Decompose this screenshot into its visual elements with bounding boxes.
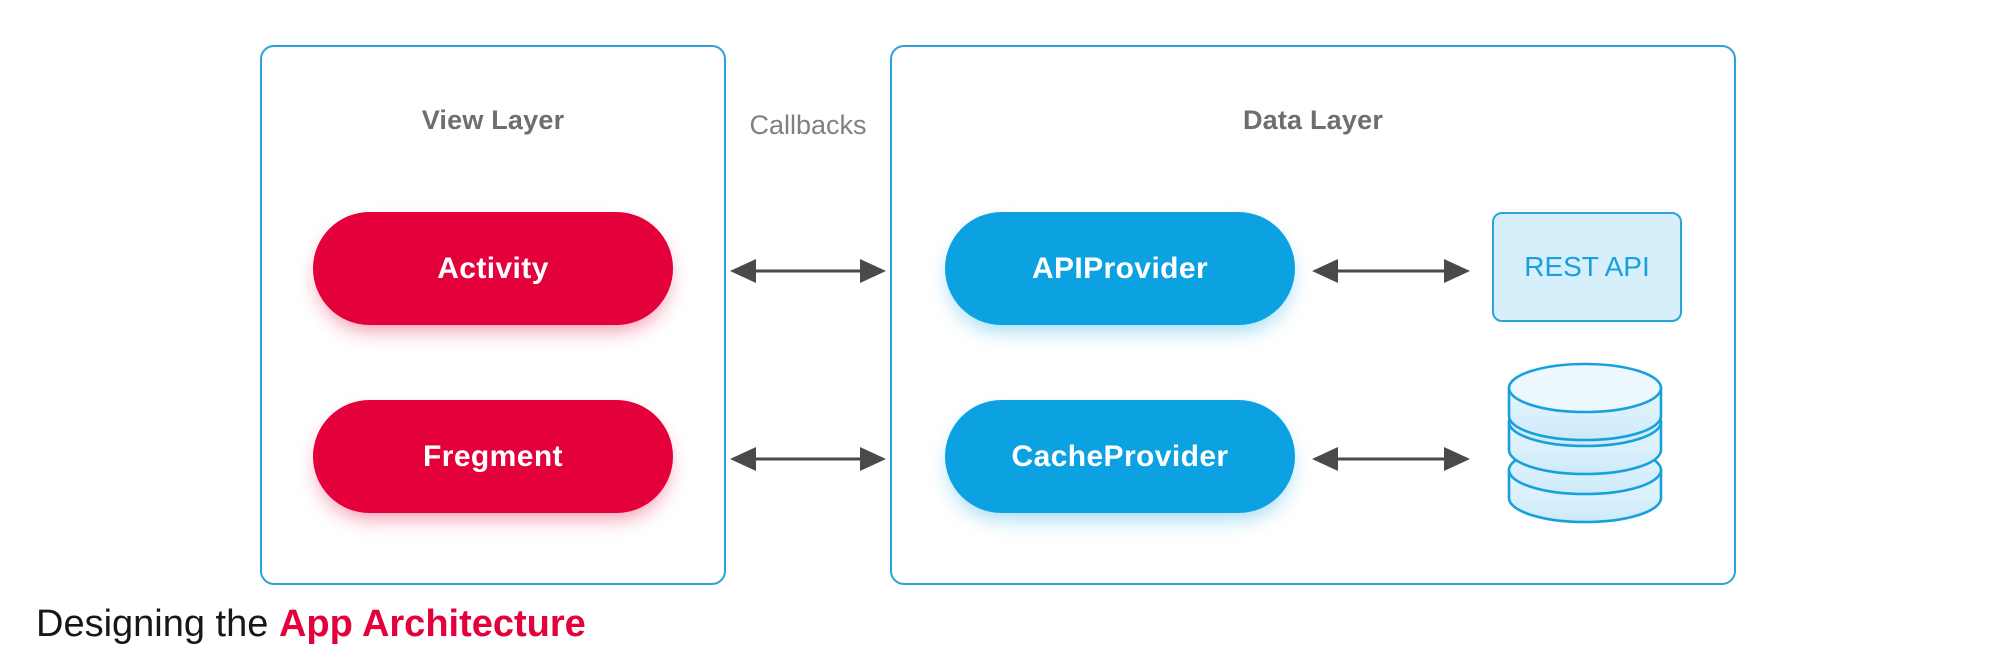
database-icon [1505, 360, 1665, 528]
arrow-apiprovider-to-rest-api [1312, 254, 1470, 288]
node-fregment-label: Fregment [423, 439, 563, 473]
node-apiprovider-label: APIProvider [1031, 251, 1209, 285]
arrow-fregment-to-cacheprovider [730, 442, 886, 476]
node-rest-api-label: REST API [1524, 251, 1650, 282]
node-fregment[interactable]: Fregment [313, 400, 673, 513]
callbacks-label: Callbacks [749, 110, 867, 140]
caption-accent: App Architecture [278, 603, 586, 645]
view-layer-title: View Layer [421, 105, 565, 135]
caption-prefix: Designing the [36, 603, 279, 645]
node-activity-label: Activity [437, 251, 549, 285]
node-cacheprovider-label: CacheProvider [1011, 439, 1229, 473]
node-cacheprovider[interactable]: CacheProvider [945, 400, 1295, 513]
node-rest-api[interactable]: REST API [1492, 212, 1682, 322]
arrow-activity-to-apiprovider [730, 254, 886, 288]
arrow-cacheprovider-to-database [1312, 442, 1470, 476]
node-apiprovider[interactable]: APIProvider [945, 212, 1295, 325]
node-activity[interactable]: Activity [313, 212, 673, 325]
data-layer-title: Data Layer [1242, 105, 1384, 135]
diagram-caption: Designing the App Architecture [36, 603, 586, 646]
